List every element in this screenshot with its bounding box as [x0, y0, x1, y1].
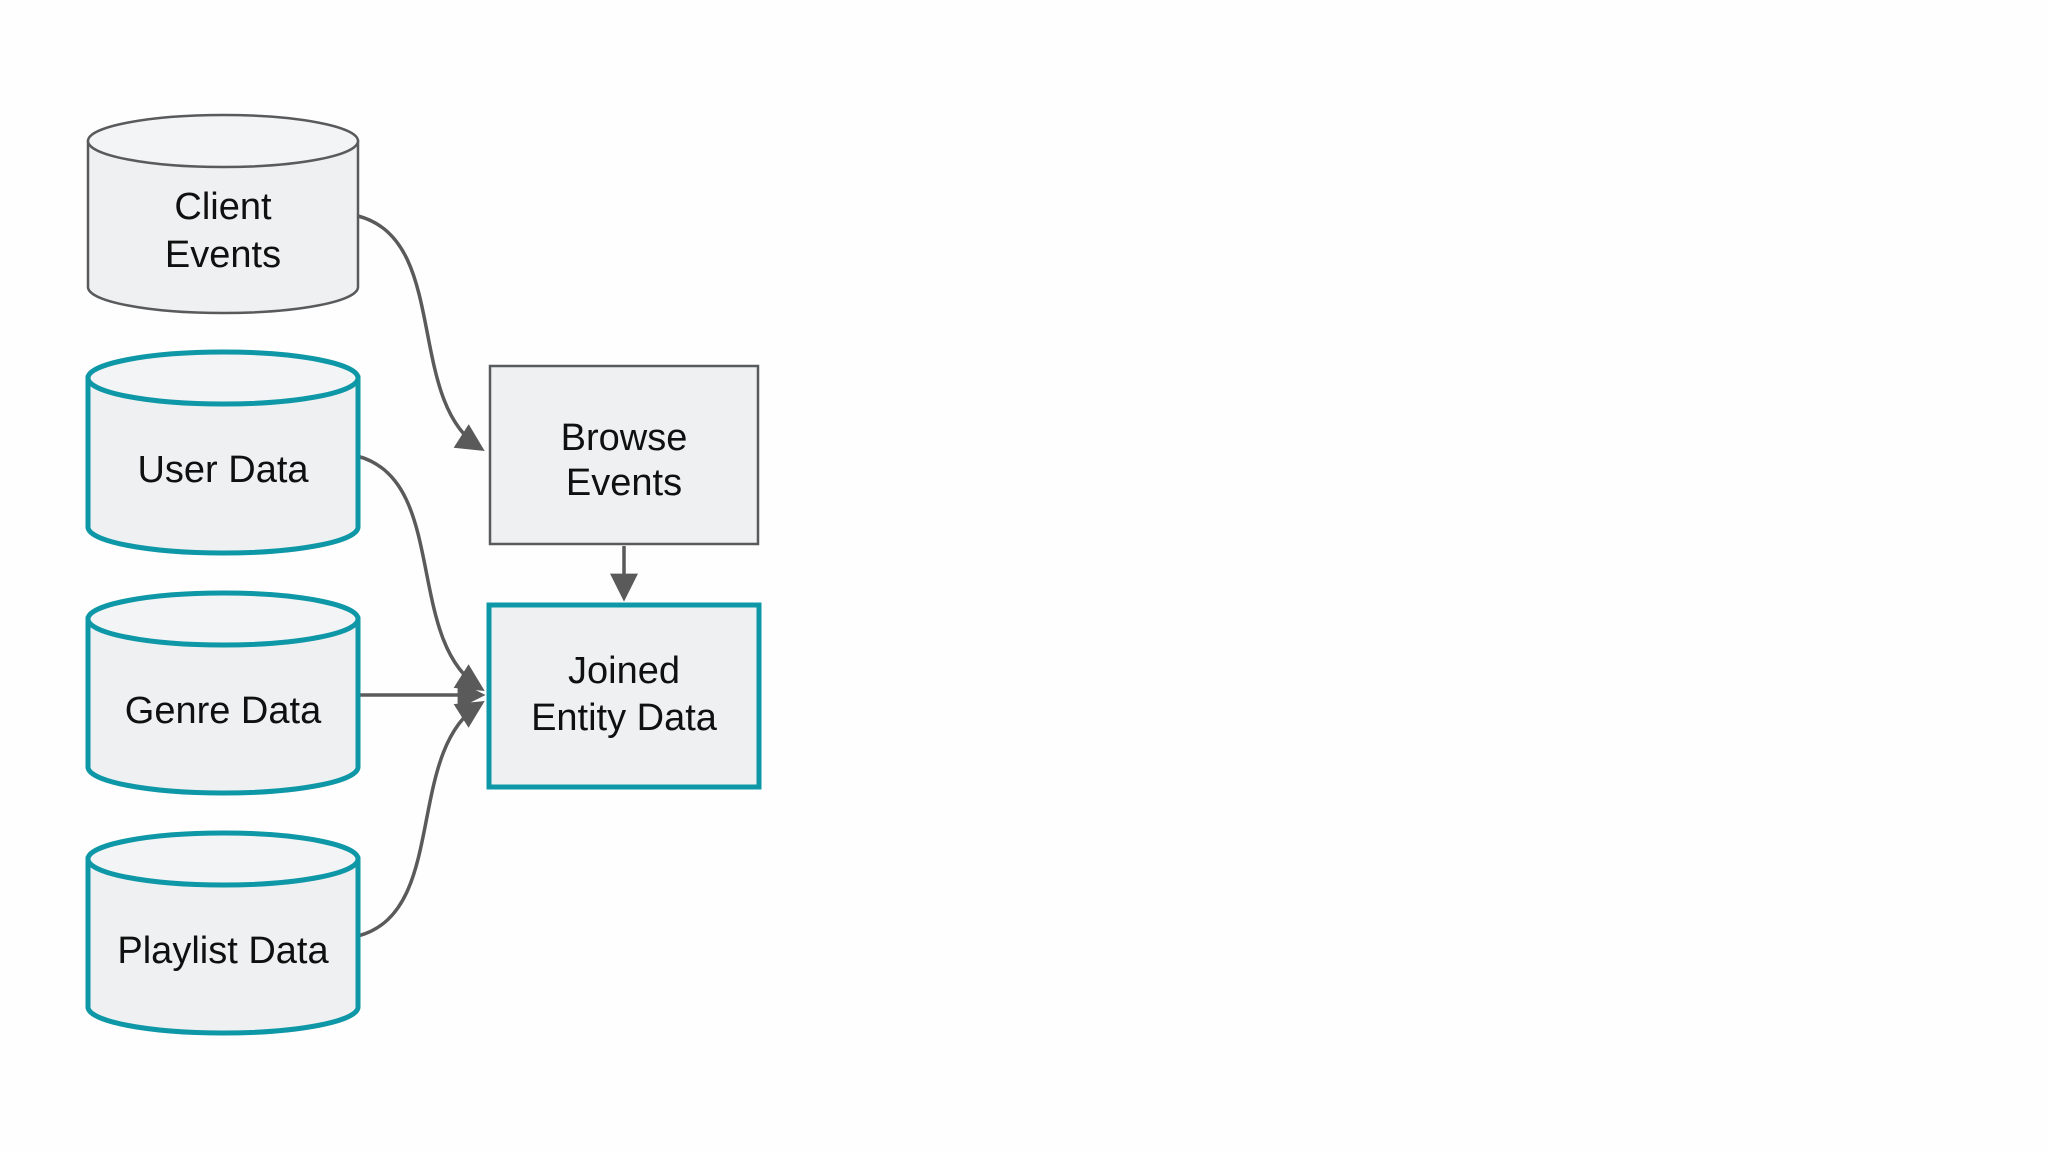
cylinder-top — [85, 349, 361, 407]
node-label: Events — [165, 234, 281, 276]
node-label: Joined — [568, 650, 680, 692]
node-label: Events — [566, 462, 682, 504]
cylinder-body — [85, 856, 361, 1036]
rect-shape — [486, 602, 762, 790]
rect-shape — [488, 364, 760, 546]
edges — [356, 214, 638, 938]
node-user-data: User Data — [85, 349, 361, 556]
node-label: Entity Data — [531, 697, 718, 739]
node-client-events: Client Events — [86, 113, 360, 315]
node-browse-events: Browse Events — [488, 364, 760, 546]
node-genre-data: Genre Data — [85, 590, 361, 796]
node-label: User Data — [137, 449, 309, 491]
node-label: Playlist Data — [117, 930, 329, 972]
cylinder-body — [85, 616, 361, 796]
edge-client-events-to-browse-events — [357, 214, 485, 452]
cylinder-body — [86, 139, 360, 315]
edge-user-data-to-joined-entity-data — [356, 454, 485, 691]
node-label: Genre Data — [125, 690, 322, 732]
node-playlist-data: Playlist Data — [85, 830, 361, 1036]
cylinder-top — [85, 830, 361, 888]
edge-playlist-data-to-joined-entity-data — [357, 701, 485, 938]
cylinder-top — [85, 590, 361, 648]
cylinder-body — [85, 375, 361, 556]
cylinder-top — [86, 113, 360, 169]
node-joined-entity-data: Joined Entity Data — [486, 602, 762, 790]
node-label: Client — [174, 186, 272, 228]
node-label: Browse — [561, 417, 688, 459]
